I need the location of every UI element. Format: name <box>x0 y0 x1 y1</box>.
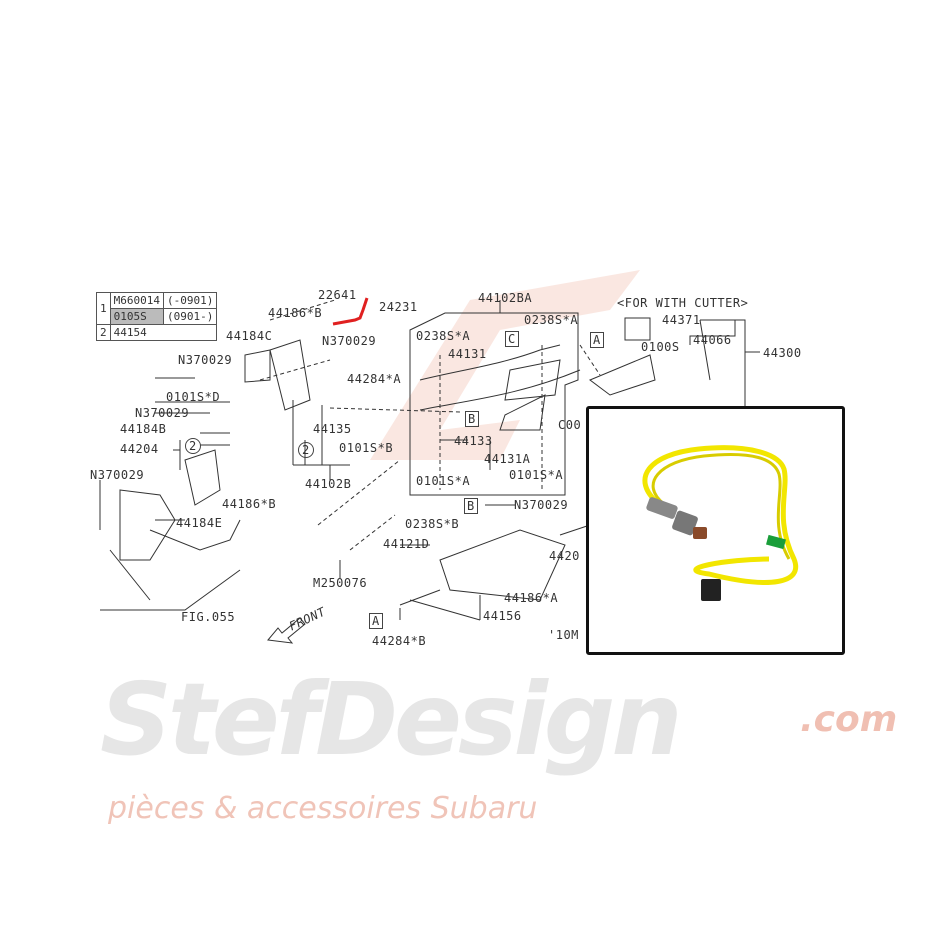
ref-box-a: A <box>590 332 604 348</box>
part-label[interactable]: N370029 <box>322 334 377 348</box>
oxygen-sensor-illustration <box>642 445 799 601</box>
watermark-domain: .com <box>800 699 898 740</box>
part-label[interactable]: 44204 <box>120 442 159 456</box>
part-label[interactable]: N370029 <box>178 353 233 367</box>
legend-row: 1 M660014 (-0901) <box>96 292 218 325</box>
yellow-cable <box>642 445 799 585</box>
part-label[interactable]: 4420 <box>549 549 580 563</box>
part-label[interactable]: 44184B <box>120 422 167 436</box>
part-label[interactable]: 44186*B <box>222 497 277 511</box>
legend-row: 2 44154 <box>96 324 218 341</box>
part-label[interactable]: M250076 <box>313 576 368 590</box>
part-label[interactable]: 44121D <box>383 537 430 551</box>
part-label[interactable]: 44186*A <box>504 591 559 605</box>
part-label[interactable]: 44133 <box>454 434 493 448</box>
part-label[interactable]: 44284*A <box>347 372 402 386</box>
part-label[interactable]: 44131A <box>484 452 531 466</box>
part-label[interactable]: 0238S*A <box>416 329 471 343</box>
part-label[interactable]: N370029 <box>90 468 145 482</box>
legend-marker: 2 <box>96 324 111 341</box>
part-label: 2 <box>298 442 314 458</box>
part-label[interactable]: 0238S*A <box>524 313 579 327</box>
legend-row: 0105S (0901-) <box>97 308 218 325</box>
applicability-legend: 1 M660014 (-0901) 0105S (0901-) 2 44154 <box>96 292 218 341</box>
exploded-parts-diagram <box>99 270 760 644</box>
part-label[interactable]: N370029 <box>135 406 190 420</box>
oxygen-sensor-photo <box>586 406 845 655</box>
part-label[interactable]: 44102B <box>305 477 352 491</box>
part-label[interactable]: 44135 <box>313 422 352 436</box>
part-label[interactable]: 44300 <box>763 346 802 360</box>
part-label[interactable]: 44066 <box>693 333 732 347</box>
sensor-body <box>646 497 678 519</box>
part-label[interactable]: N370029 <box>514 498 569 512</box>
sensor-tip <box>693 527 707 539</box>
watermark-logo <box>370 270 640 460</box>
ref-box-c: C <box>505 331 519 347</box>
part-label[interactable]: 0101S*D <box>166 390 221 404</box>
part-label[interactable]: 44131 <box>448 347 487 361</box>
part-label[interactable]: 44102BA <box>478 291 533 305</box>
part-label[interactable]: 0238S*B <box>405 517 460 531</box>
legend-marker: 1 <box>96 292 111 325</box>
part-label[interactable]: 0100S <box>641 340 680 354</box>
part-label[interactable]: 0101S*A <box>509 468 564 482</box>
part-label: 2 <box>185 438 201 454</box>
legend-range: (-0901) <box>162 292 218 309</box>
part-label[interactable]: 44284*B <box>372 634 427 648</box>
ref-box-a: A <box>369 613 383 629</box>
legend-range: (0901-) <box>162 308 218 325</box>
legend-part: 44154 <box>109 324 218 341</box>
electrical-connector <box>701 579 721 601</box>
part-label[interactable]: 44184C <box>226 329 273 343</box>
legend-part: M660014 <box>109 292 164 309</box>
highlighted-sensor-22641[interactable] <box>332 297 369 326</box>
watermark-brand: StefDesign <box>100 661 683 778</box>
part-label[interactable]: 0101S*A <box>416 474 471 488</box>
part-label[interactable]: 44156 <box>483 609 522 623</box>
part-label[interactable]: FIG.055 <box>181 610 236 624</box>
part-label[interactable]: 22641 <box>318 288 357 302</box>
part-label: '10M <box>548 628 579 642</box>
part-label[interactable]: 44371 <box>662 313 701 327</box>
green-tag <box>766 534 786 550</box>
ref-box-b: B <box>464 498 478 514</box>
sensor-hex-nut <box>672 510 698 536</box>
part-label[interactable]: 0101S*B <box>339 441 394 455</box>
part-label: <FOR WITH CUTTER> <box>617 296 749 310</box>
part-label: C00 <box>558 418 582 432</box>
watermark-tagline: pièces & accessoires Subaru <box>108 791 538 826</box>
part-label[interactable]: 24231 <box>379 300 418 314</box>
legend-part: 0105S <box>109 308 164 325</box>
part-label[interactable]: 44184E <box>176 516 223 530</box>
ref-box-b: B <box>465 411 479 427</box>
part-label[interactable]: 44186*B <box>268 306 323 320</box>
